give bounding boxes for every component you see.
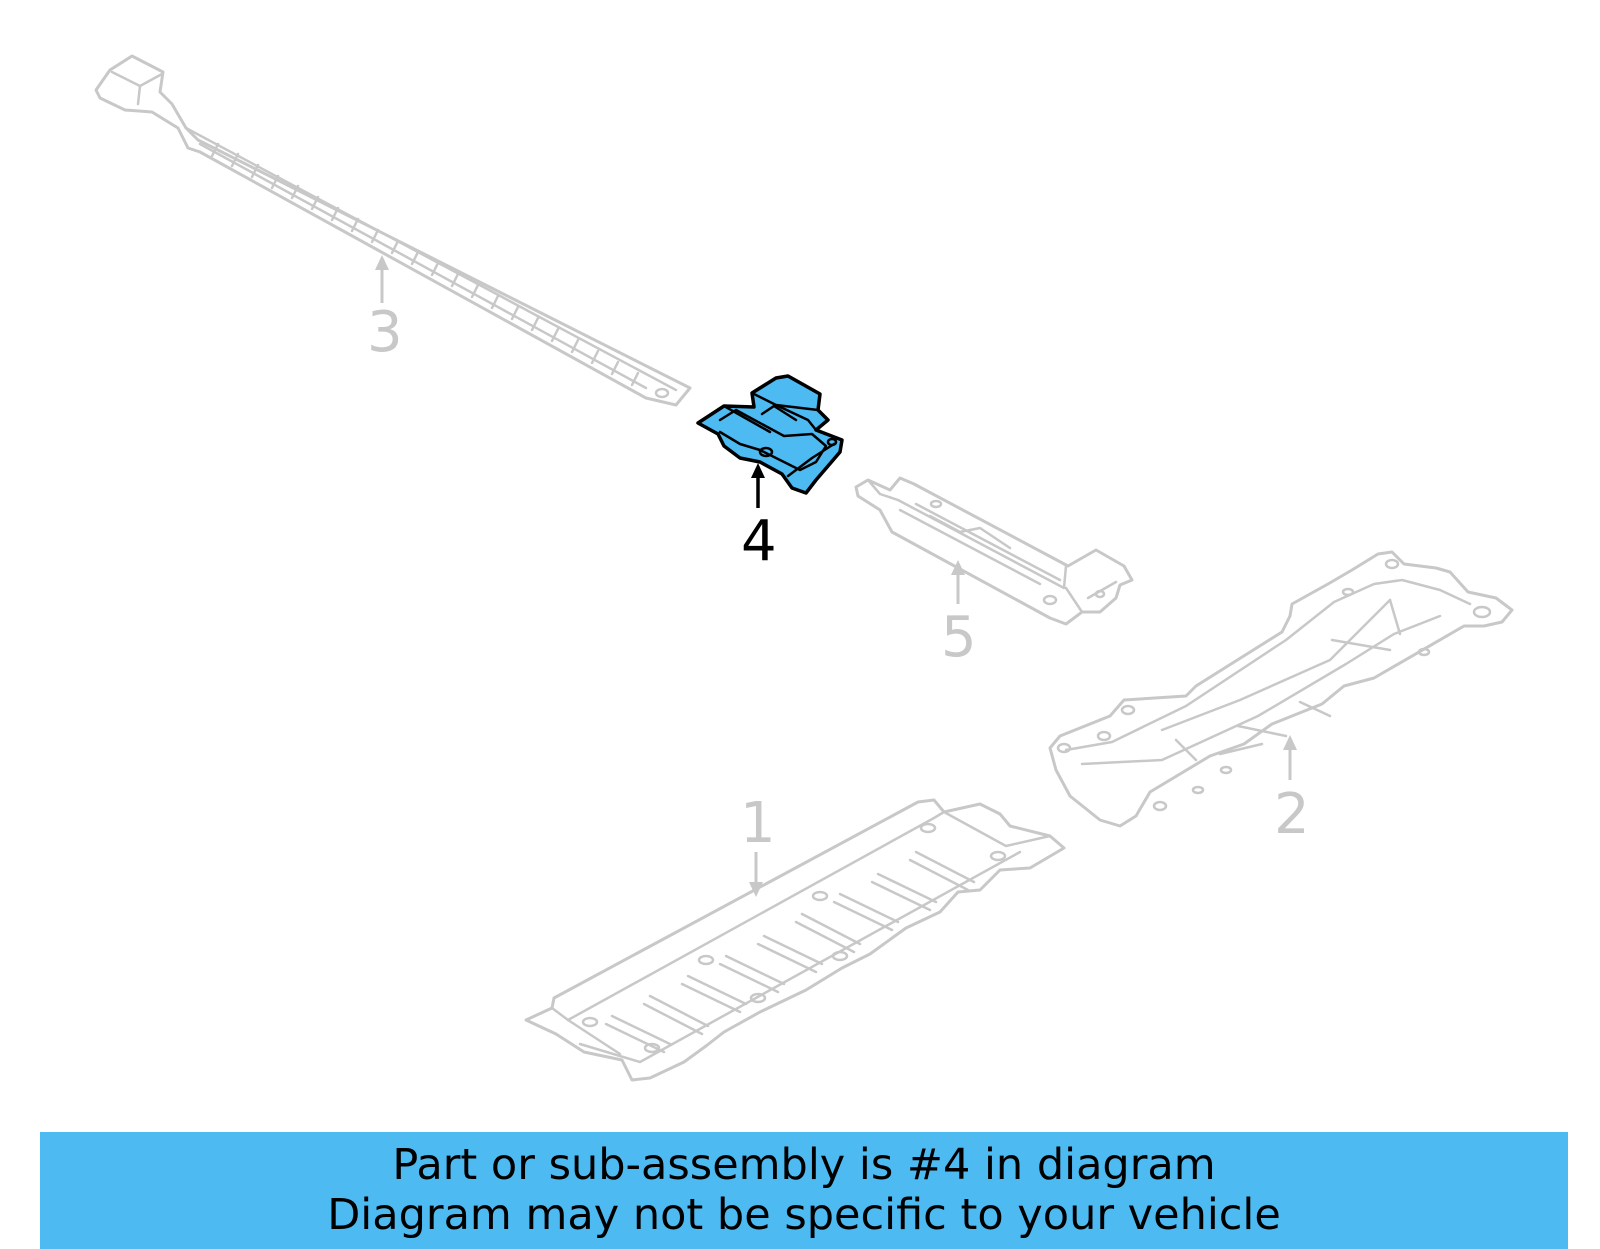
callout-label-5: 5 <box>941 605 977 670</box>
callout-label-2: 2 <box>1274 782 1310 847</box>
part-5-rail-piece[interactable] <box>854 476 1134 626</box>
callout-label-3: 3 <box>367 300 403 365</box>
info-line-2: Diagram may not be specific to your vehi… <box>327 1190 1281 1240</box>
callout-2: 2 <box>1274 735 1310 847</box>
parts-diagram: 3 4 5 <box>94 54 1514 1082</box>
callout-4: 4 <box>741 463 777 574</box>
plate-ribs <box>604 850 976 1054</box>
part-2-shield[interactable] <box>1048 550 1514 828</box>
callout-label-4: 4 <box>741 509 777 574</box>
rail-ribs <box>210 142 640 387</box>
callout-1: 1 <box>740 791 776 897</box>
part-4-bracket[interactable] <box>696 374 844 495</box>
callout-5: 5 <box>941 560 977 670</box>
callout-3: 3 <box>367 255 403 365</box>
info-line-1: Part or sub-assembly is #4 in diagram <box>392 1140 1216 1190</box>
callout-label-1: 1 <box>740 791 776 856</box>
part-1-plate[interactable] <box>524 798 1066 1082</box>
info-banner: Part or sub-assembly is #4 in diagram Di… <box>40 1132 1568 1249</box>
part-3-rail[interactable] <box>94 54 692 407</box>
